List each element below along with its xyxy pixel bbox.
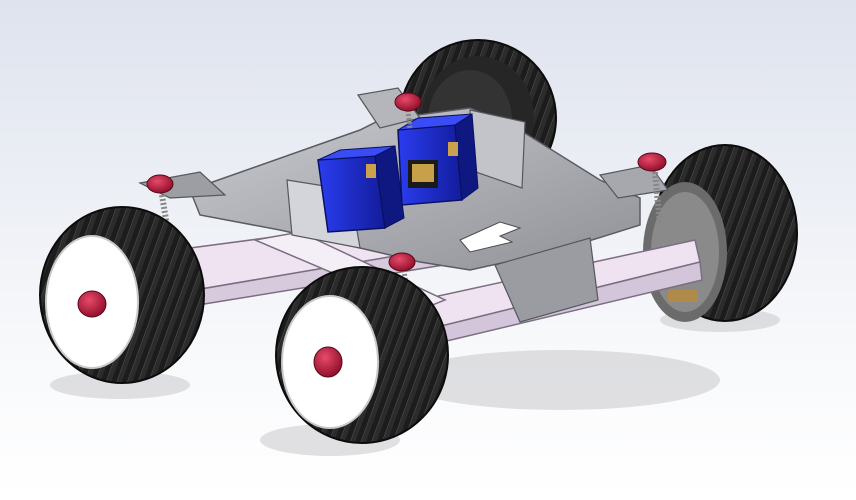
shock-mount-front-left — [146, 174, 174, 233]
servo-right — [397, 113, 479, 206]
servo-left — [317, 145, 405, 233]
hub-cap — [77, 290, 107, 318]
shock-mount-right — [637, 152, 667, 226]
direction-arrow-mark — [459, 221, 522, 253]
hub-cap — [313, 346, 343, 378]
rear-left-wheel — [643, 144, 798, 322]
shock-mount-rear — [394, 92, 422, 131]
front-right-wheel — [275, 266, 449, 444]
front-left-wheel — [39, 206, 205, 384]
